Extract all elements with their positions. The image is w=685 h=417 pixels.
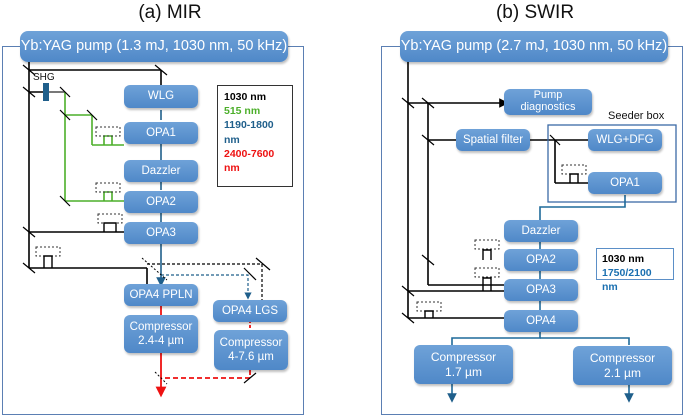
mir-pump-block: Yb:YAG pump (1.3 mJ, 1030 nm, 50 kHz) bbox=[20, 31, 288, 62]
mir-opa1-block: OPA1 bbox=[124, 122, 198, 144]
legend-1750-2100: 1750/2100 nm bbox=[602, 267, 652, 294]
mir-515-beams bbox=[49, 91, 124, 202]
mir-opa2-block: OPA2 bbox=[124, 191, 198, 213]
mir-legend: 1030 nm 515 nm 1190-1800 nm 2400-7600 nm bbox=[217, 85, 293, 187]
mir-dazzler-block: Dazzler bbox=[124, 160, 198, 182]
swir-opa1-block: OPA1 bbox=[588, 172, 662, 194]
legend-515: 515 nm bbox=[224, 105, 261, 118]
swir-legend: 1030 nm 1750/2100 nm bbox=[596, 248, 674, 293]
shg-crystal bbox=[43, 83, 49, 101]
swir-1030-beams bbox=[407, 60, 588, 319]
seeder-box-label: Seeder box bbox=[608, 110, 665, 122]
mir-opa4-ppln-block: OPA4 PPLN bbox=[124, 284, 198, 306]
swir-dazzler-block: Dazzler bbox=[504, 220, 578, 242]
mir-panel-title: (a) MIR bbox=[138, 2, 202, 23]
spatial-filter-block: Spatial filter bbox=[456, 129, 530, 151]
mir-delay-stages bbox=[35, 126, 123, 257]
shg-label: SHG bbox=[33, 72, 55, 83]
legend-1030: 1030 nm bbox=[602, 253, 645, 265]
swir-opa2-block: OPA2 bbox=[504, 249, 578, 271]
seeder-box bbox=[547, 124, 677, 203]
swir-opa4-block: OPA4 bbox=[504, 310, 578, 332]
mir-opa3-block: OPA3 bbox=[124, 222, 198, 244]
compressor-1-7-block: Compressor 1.7 µm bbox=[414, 345, 513, 384]
swir-opa3-block: OPA3 bbox=[504, 279, 578, 301]
swir-delay-stages bbox=[416, 164, 587, 312]
compressor-2-1-block: Compressor 2.1 µm bbox=[573, 346, 672, 385]
legend-1190-1800: 1190-1800 nm bbox=[224, 119, 274, 146]
legend-2400-7600: 2400-7600 nm bbox=[224, 147, 275, 174]
swir-panel-title: (b) SWIR bbox=[495, 2, 575, 23]
mir-compressor-2-4-block: Compressor 2.4-4 µm bbox=[124, 315, 198, 353]
mir-opa4-lgs-block: OPA4 LGS bbox=[213, 300, 287, 322]
swir-pump-block: Yb:YAG pump (2.7 mJ, 1030 nm, 50 kHz) bbox=[400, 31, 668, 62]
pump-diagnostics-block: Pump diagnostics bbox=[504, 89, 592, 115]
legend-1030: 1030 nm bbox=[224, 91, 267, 103]
mir-wlg-block: WLG bbox=[124, 85, 198, 108]
wlg-dfg-block: WLG+DFG bbox=[588, 129, 662, 151]
mir-compressor-4-7-block: Compressor 4-7.6 µm bbox=[214, 330, 288, 370]
